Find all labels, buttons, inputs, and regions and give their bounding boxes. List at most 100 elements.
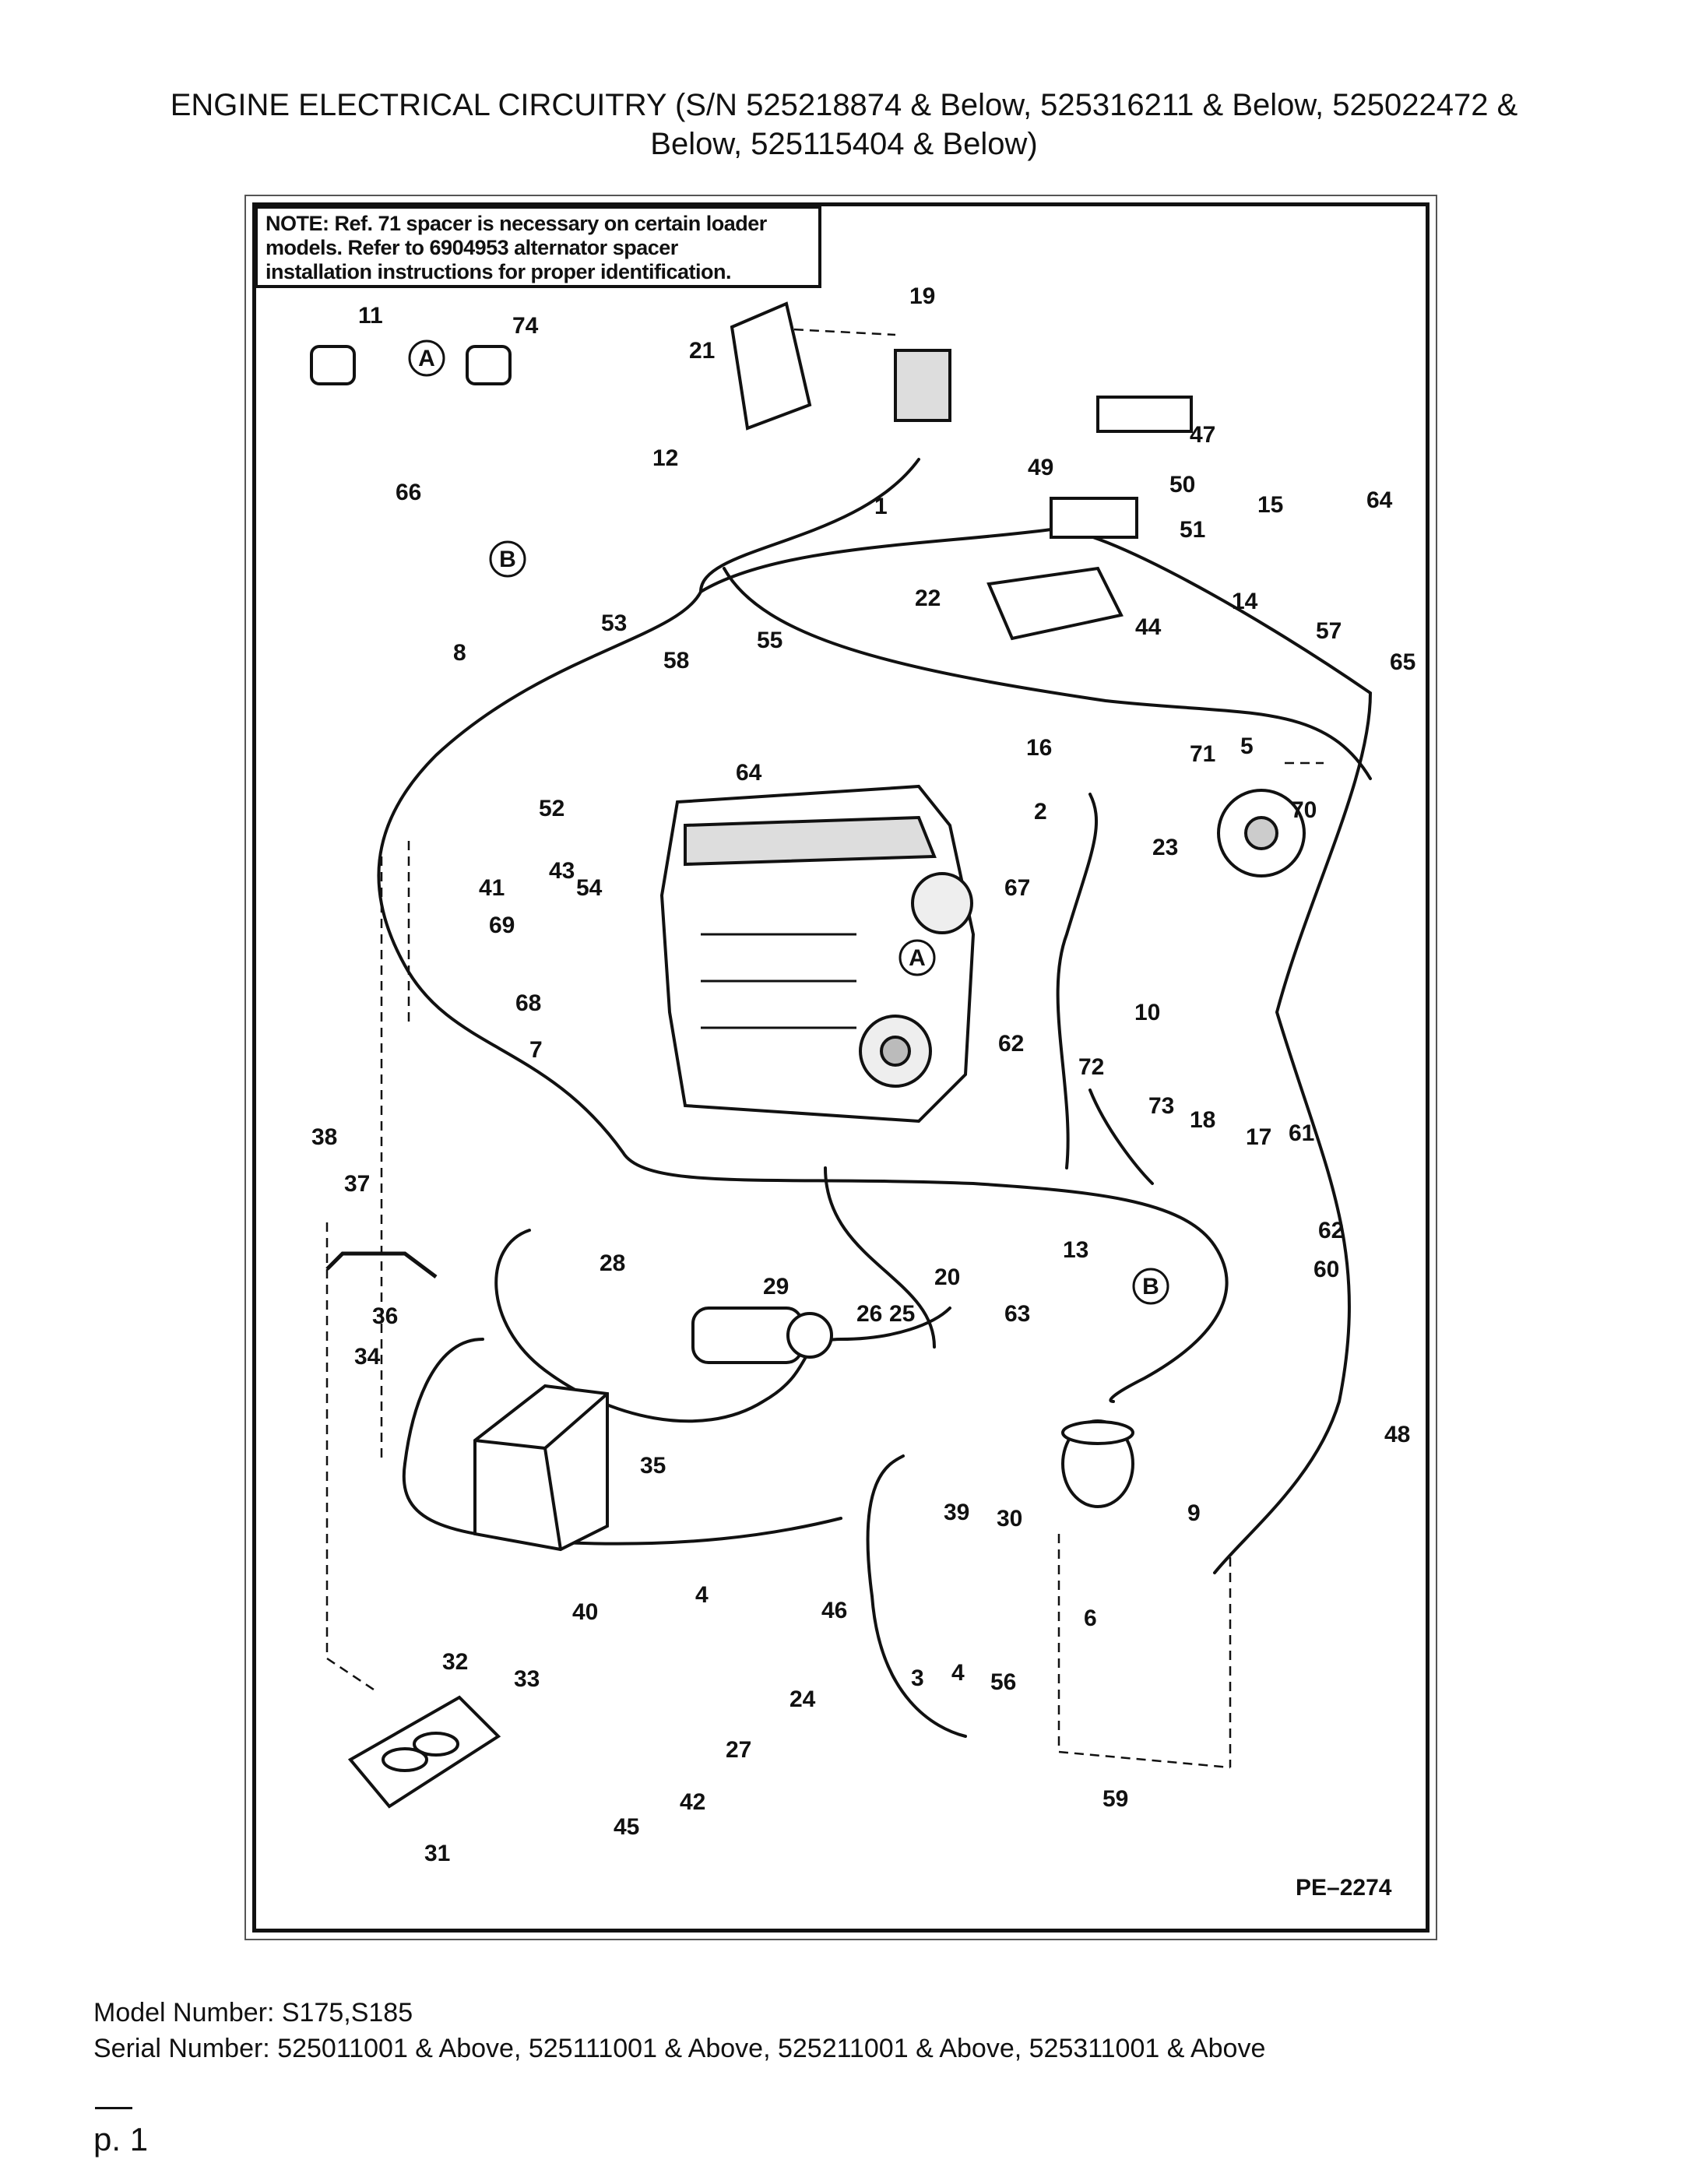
callout-11: 11: [358, 303, 383, 329]
title-line-2: Below, 525115404 & Below): [650, 127, 1038, 161]
callout-25: 25: [889, 1301, 915, 1327]
callout-9: 9: [1187, 1500, 1201, 1526]
starter-motor: [691, 1307, 833, 1364]
callout-68: 68: [515, 990, 541, 1016]
callout-50: 50: [1169, 472, 1195, 498]
callout-40: 40: [572, 1599, 598, 1625]
callout-16: 16: [1026, 735, 1052, 761]
callout-73: 73: [1148, 1093, 1174, 1119]
callout-35: 35: [640, 1453, 666, 1479]
callout-66: 66: [396, 480, 421, 505]
fuel-filter: [1061, 1419, 1134, 1508]
callout-38: 38: [311, 1124, 337, 1150]
callout-47: 47: [1190, 422, 1215, 448]
callout-29: 29: [763, 1274, 789, 1299]
callout-28: 28: [600, 1250, 625, 1276]
callout-56: 56: [990, 1669, 1016, 1695]
callout-33: 33: [514, 1666, 540, 1692]
callout-39: 39: [944, 1500, 969, 1525]
marker-label-b: B: [499, 547, 516, 572]
callout-70: 70: [1291, 797, 1317, 823]
callout-21: 21: [689, 338, 715, 364]
callout-57: 57: [1316, 618, 1342, 644]
callout-26: 26: [856, 1301, 882, 1327]
callout-36: 36: [372, 1303, 398, 1329]
callout-52: 52: [539, 796, 564, 821]
callout-6: 6: [1084, 1605, 1097, 1631]
callout-48: 48: [1384, 1422, 1410, 1447]
serial-number: Serial Number: 525011001 & Above, 525111…: [93, 2034, 1266, 2063]
callout-22: 22: [915, 586, 941, 611]
callout-37: 37: [344, 1171, 370, 1197]
callout-23: 23: [1152, 835, 1178, 860]
callout-58: 58: [663, 648, 689, 673]
callout-4: 4: [695, 1582, 709, 1608]
callout-12: 12: [652, 445, 678, 471]
alternator: [1217, 789, 1306, 877]
callout-18: 18: [1190, 1107, 1215, 1133]
page-title: ENGINE ELECTRICAL CIRCUITRY (S/N 5252188…: [78, 86, 1610, 164]
title-line-1: ENGINE ELECTRICAL CIRCUITRY (S/N 5252188…: [170, 88, 1518, 122]
callout-5: 5: [1240, 733, 1254, 759]
callout-20: 20: [934, 1264, 960, 1290]
callout-44: 44: [1135, 614, 1162, 640]
callout-51: 51: [1180, 517, 1205, 543]
figure-id: PE–2274: [1296, 1875, 1392, 1901]
callout-30: 30: [997, 1506, 1022, 1532]
note-line-2: models. Refer to 6904953 alternator spac…: [266, 236, 678, 259]
callout-71: 71: [1190, 741, 1215, 767]
callout-45: 45: [614, 1814, 639, 1840]
callout-65: 65: [1390, 649, 1415, 675]
callout-62: 62: [998, 1031, 1024, 1057]
battery: [473, 1384, 609, 1552]
callout-19: 19: [909, 283, 935, 309]
callout-31: 31: [424, 1841, 450, 1866]
callout-59: 59: [1102, 1786, 1128, 1812]
callout-69: 69: [489, 913, 515, 938]
circle-markers: A B A B: [408, 339, 1169, 1305]
note-line-3: installation instructions for proper ide…: [266, 260, 732, 283]
bracket-36: [325, 1251, 438, 1278]
marker-circle-b: [1132, 1268, 1169, 1305]
diagram-frame: [252, 202, 1430, 1933]
diagram-outer-frame: [244, 195, 1437, 1940]
marker-label-a: A: [909, 945, 926, 971]
callout-60: 60: [1313, 1257, 1339, 1282]
callout-42: 42: [680, 1789, 705, 1815]
model-number: Model Number: S175,S185: [93, 1998, 413, 2027]
callout-63: 63: [1004, 1301, 1030, 1327]
callout-49: 49: [1028, 455, 1053, 480]
note-box: NOTE: Ref. 71 spacer is necessary on cer…: [255, 206, 821, 288]
callout-41: 41: [479, 875, 505, 901]
callout-62: 62: [1318, 1218, 1344, 1243]
callout-1: 1: [874, 494, 888, 519]
callout-15: 15: [1257, 492, 1283, 518]
callout-13: 13: [1063, 1237, 1088, 1263]
callout-61: 61: [1289, 1120, 1314, 1146]
callout-3: 3: [911, 1665, 924, 1691]
engine-block: [659, 784, 976, 1124]
callout-7: 7: [529, 1037, 543, 1063]
callout-17: 17: [1246, 1124, 1271, 1150]
callout-10: 10: [1134, 1000, 1160, 1025]
solenoid-parts: [310, 345, 512, 385]
marker-circle-b: [489, 540, 526, 578]
callout-14: 14: [1232, 589, 1258, 614]
marker-circle-a: [899, 939, 936, 976]
marker-label-a: A: [418, 346, 435, 371]
footer-rule: [95, 2107, 132, 2109]
callout-67: 67: [1004, 875, 1030, 901]
note-line-1: NOTE: Ref. 71 spacer is necessary on cer…: [266, 212, 767, 235]
callout-43: 43: [549, 858, 575, 884]
callout-55: 55: [757, 628, 782, 653]
callout-74: 74: [512, 313, 539, 339]
callout-34: 34: [354, 1344, 381, 1370]
marker-circle-a: [408, 339, 445, 377]
callout-4: 4: [951, 1660, 965, 1686]
callout-53: 53: [601, 610, 627, 636]
callout-24: 24: [789, 1686, 816, 1712]
marker-label-b: B: [1142, 1274, 1159, 1299]
callout-46: 46: [821, 1598, 847, 1623]
